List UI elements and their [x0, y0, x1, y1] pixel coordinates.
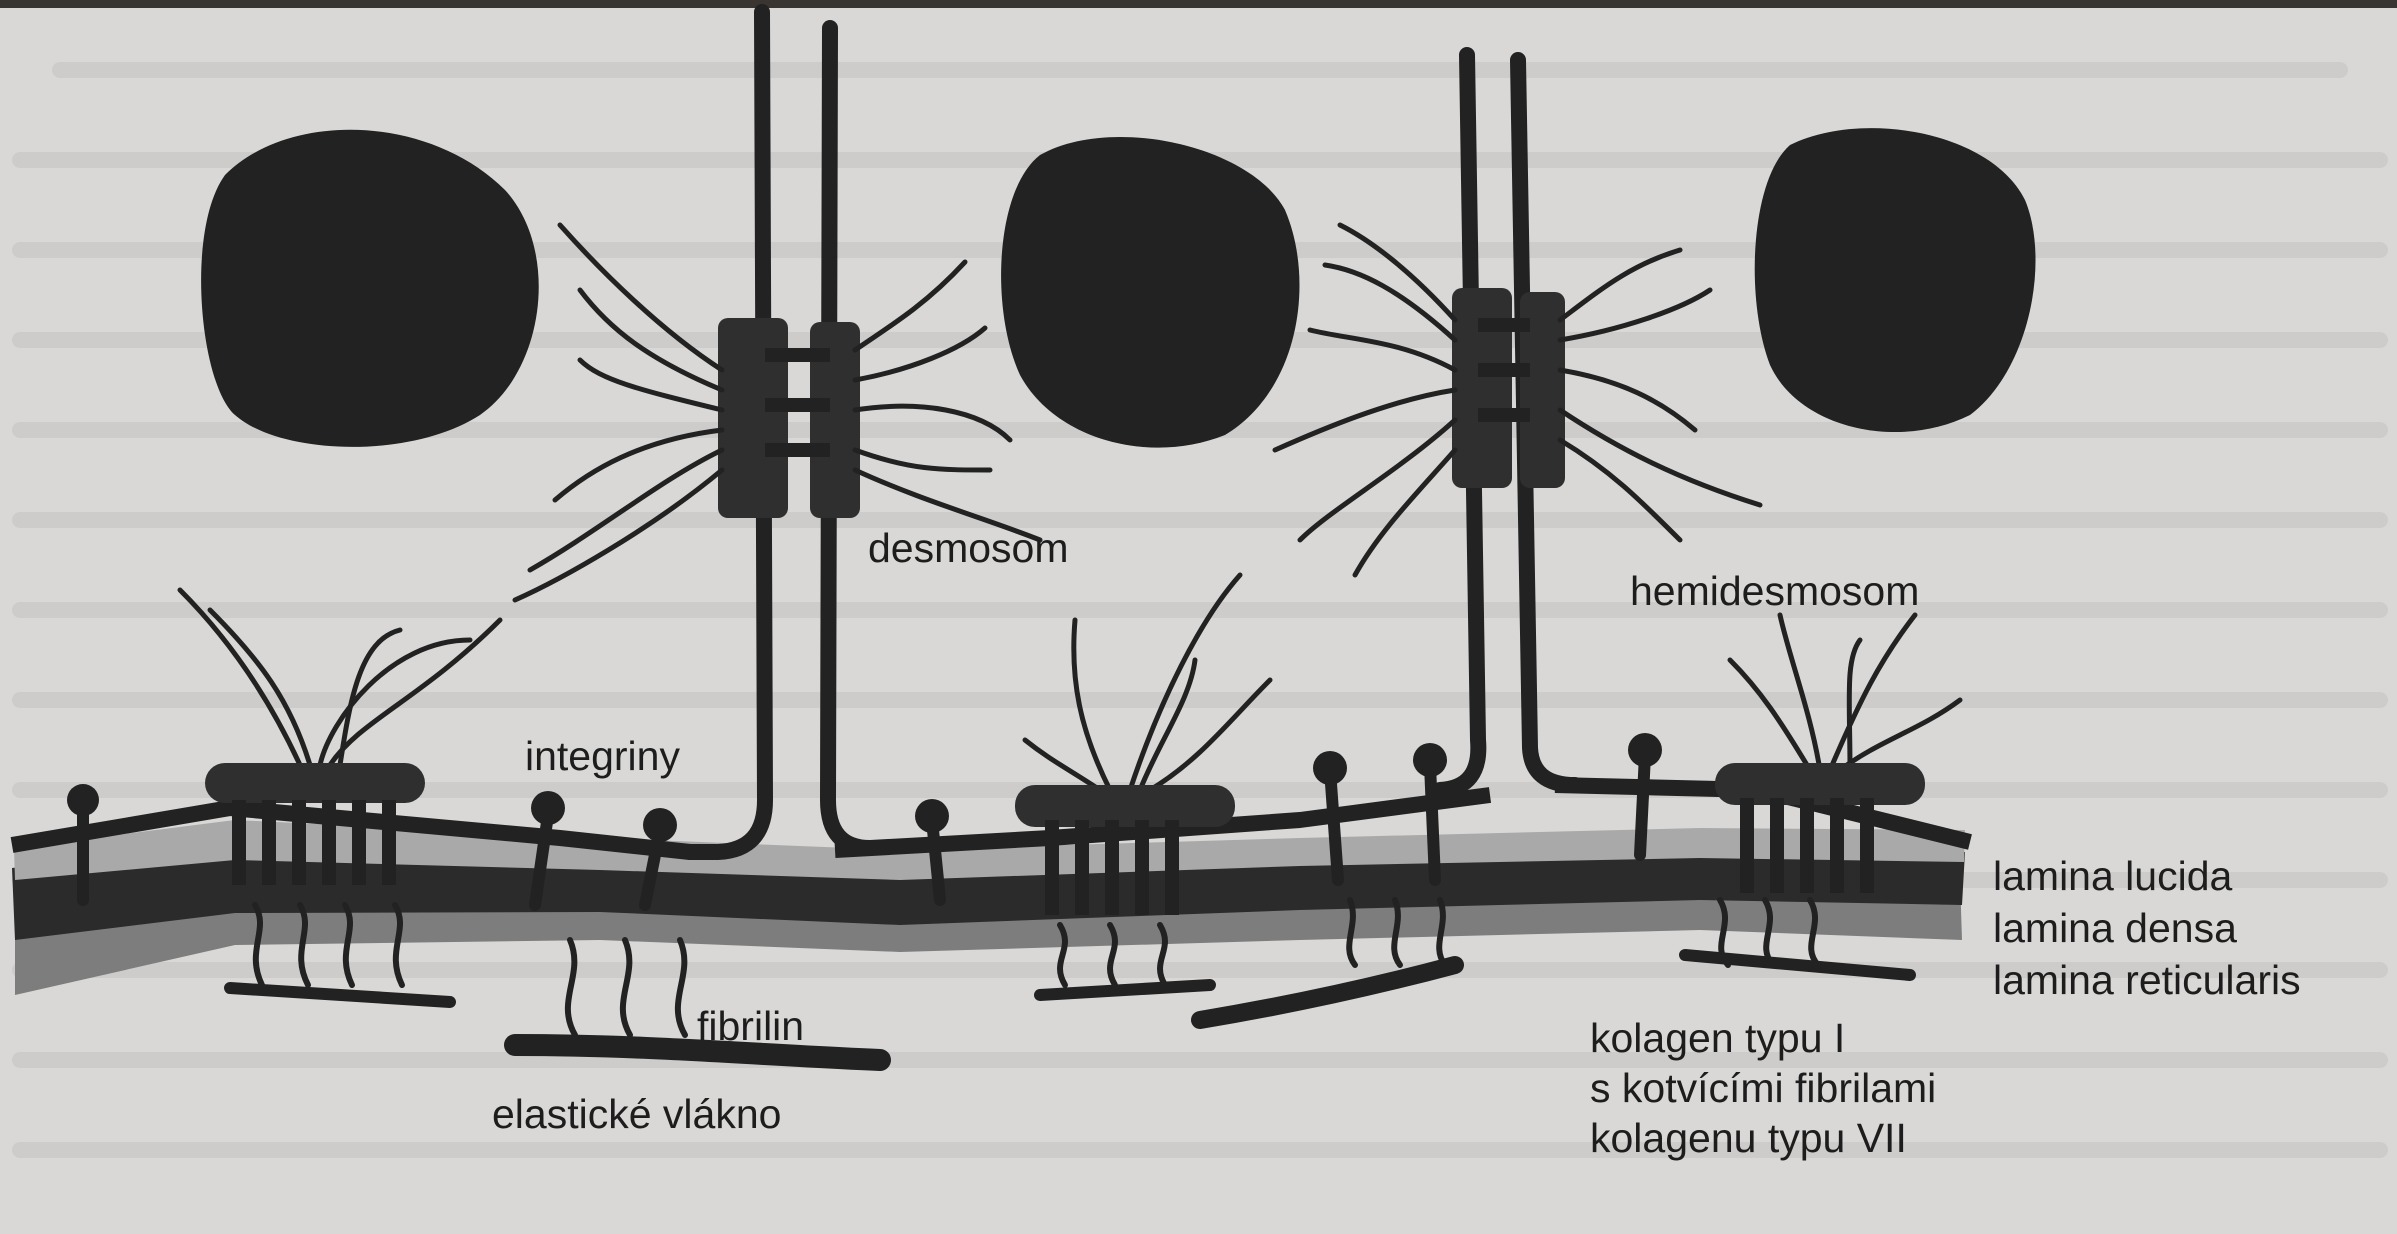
label-desmosom: desmosom — [868, 525, 1069, 571]
label-hemidesmosom: hemidesmosom — [1630, 568, 1919, 614]
label-kolagen-line3: kolagenu typu VII — [1590, 1115, 1907, 1161]
label-integriny: integriny — [525, 733, 680, 779]
label-lamina-lucida: lamina lucida — [1993, 853, 2232, 899]
label-kolagen-line1: kolagen typu I — [1590, 1015, 1845, 1061]
label-fibrilin: fibrilin — [697, 1003, 804, 1049]
collagen-fiber — [1200, 965, 1455, 1020]
label-lamina-reticularis: lamina reticularis — [1993, 957, 2301, 1003]
nucleus-right — [1755, 128, 2036, 432]
collagen-fiber — [1685, 955, 1910, 975]
label-kolagen-line2: s kotvícími fibrilami — [1590, 1065, 1936, 1111]
top-dark-strip — [0, 0, 2397, 8]
label-lamina-densa: lamina densa — [1993, 905, 2237, 951]
label-elasticke-vlakno: elastické vlákno — [492, 1091, 781, 1137]
collagen-fiber — [230, 988, 450, 1002]
nucleus-middle — [1001, 137, 1299, 448]
nucleus-left — [201, 130, 539, 447]
nuclei — [201, 128, 2035, 447]
